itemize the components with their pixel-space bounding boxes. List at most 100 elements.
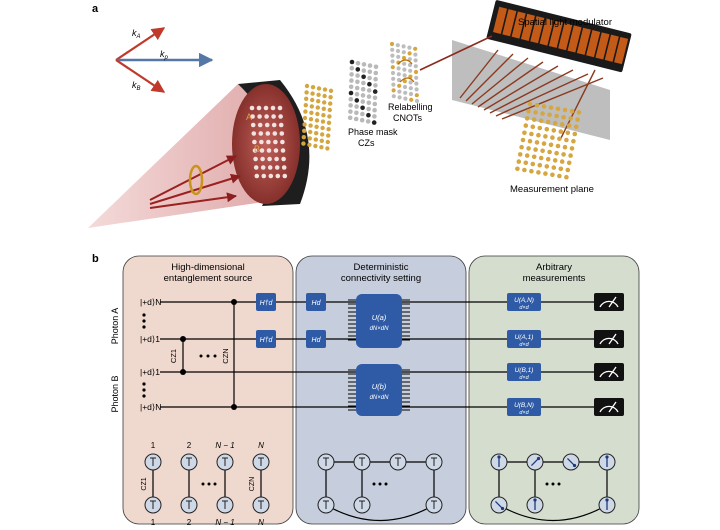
relabel-dot (390, 70, 396, 76)
slm (486, 0, 632, 73)
slm-pixel (520, 13, 535, 41)
gold-dot (328, 95, 333, 100)
crystal-dot (263, 105, 269, 111)
wave-vectors: kA kp kB (115, 27, 214, 93)
crystal-dot (275, 173, 281, 179)
crystal-dot (273, 148, 279, 153)
gold-dot (310, 85, 316, 90)
cz-1-label: CZ1 (169, 349, 178, 363)
svg-text:d×d: d×d (519, 410, 529, 416)
relabel-dot (414, 87, 419, 92)
meas-gate-b-n: U(B,N) d×d (507, 398, 541, 416)
gold-dot (313, 137, 318, 142)
meas-dot (515, 166, 520, 172)
mask-dot (367, 75, 372, 81)
relabel-dot (396, 77, 402, 83)
crystal-dot (277, 105, 283, 111)
slm-pixel (614, 37, 629, 65)
node-arrow-head (536, 456, 541, 461)
gold-dot (303, 109, 308, 114)
slm-pixel (558, 23, 573, 51)
beam-middle (149, 173, 241, 205)
gold-dot (322, 87, 328, 92)
meas-dot (523, 123, 529, 128)
node-arrow-head (605, 455, 609, 459)
meter-arc (599, 337, 619, 345)
relabel-dot (408, 80, 413, 85)
gold-dot (302, 115, 308, 121)
relabel-dot (414, 81, 419, 86)
meas-dot (548, 105, 554, 110)
graph-cz-n: CZN (249, 477, 256, 491)
crystal-dot (271, 122, 277, 128)
meas-dot (533, 110, 538, 115)
meas-dot (530, 124, 536, 130)
relabel-dot (391, 76, 396, 81)
h-dagger-gate-bottom: H†d (256, 330, 276, 348)
meas-dot (541, 104, 547, 109)
gold-dot (321, 113, 326, 118)
meas-dot (562, 107, 568, 113)
relabel-curl (397, 59, 413, 65)
panel-b-label: b (92, 253, 99, 265)
svg-text:Hd: Hd (312, 300, 322, 307)
meas-dot (569, 108, 575, 114)
gold-dot (314, 131, 319, 136)
gold-dot (314, 124, 319, 129)
relabel-dot (397, 95, 402, 100)
mask-dot (359, 117, 365, 123)
meas-gate-a-n: U(A,N) d×d (507, 293, 541, 311)
mask-dot (361, 74, 366, 80)
crystal-dot (252, 139, 257, 145)
relabel-dot (395, 48, 401, 54)
crystal-dot (280, 148, 286, 153)
input-beam (419, 35, 493, 71)
graph-measurement-nodes (490, 453, 616, 514)
node-arrow-head (572, 463, 577, 468)
meas-dot (545, 156, 551, 162)
meas-dot (545, 119, 551, 125)
slm-pixel (576, 27, 591, 55)
meas-dot (564, 137, 569, 143)
meas-dot (516, 159, 522, 164)
svg-text:U(B,N): U(B,N) (514, 402, 534, 409)
relabel-dot (396, 60, 401, 65)
slm-beams (419, 35, 604, 141)
meas-dot (538, 118, 544, 124)
crystal-dot (282, 173, 288, 179)
mask-dot (360, 93, 366, 98)
gold-dot (309, 104, 314, 109)
mask-dot (361, 68, 367, 73)
node-top-n-1: N − 1 (215, 441, 234, 450)
crystal-dot (249, 105, 255, 111)
mask-dot (354, 104, 359, 109)
meas-dot (558, 166, 564, 172)
mask-dot (349, 78, 354, 83)
mask-dot (348, 109, 353, 114)
gold-dot (328, 88, 334, 94)
gold-grid-1 (301, 83, 334, 151)
mask-dot (360, 86, 366, 92)
mask-dot (348, 103, 353, 108)
meas-dot (540, 111, 545, 116)
mask-dot (360, 99, 366, 104)
meas-dot (526, 146, 531, 151)
output-beam (559, 69, 596, 141)
meas-dot (538, 155, 544, 161)
relabel-dot (413, 58, 418, 63)
svg-text:U(A,N): U(A,N) (514, 297, 534, 304)
meas-dot (568, 116, 573, 121)
mask-dot (372, 89, 378, 94)
relabel-dot (402, 73, 407, 78)
k-a-label: kA (132, 28, 141, 40)
svg-text:dN×dN: dN×dN (370, 395, 390, 401)
slm-beam (459, 49, 499, 99)
phase-mask-cz-label: CZs (358, 138, 375, 148)
crystal-dot-grid (249, 105, 288, 179)
relabel-dot (407, 45, 412, 50)
mask-dot (354, 98, 360, 103)
gold-dot (322, 100, 327, 105)
meas-dot (576, 110, 582, 115)
meas-dot (541, 141, 547, 146)
meas-dot (555, 143, 561, 149)
